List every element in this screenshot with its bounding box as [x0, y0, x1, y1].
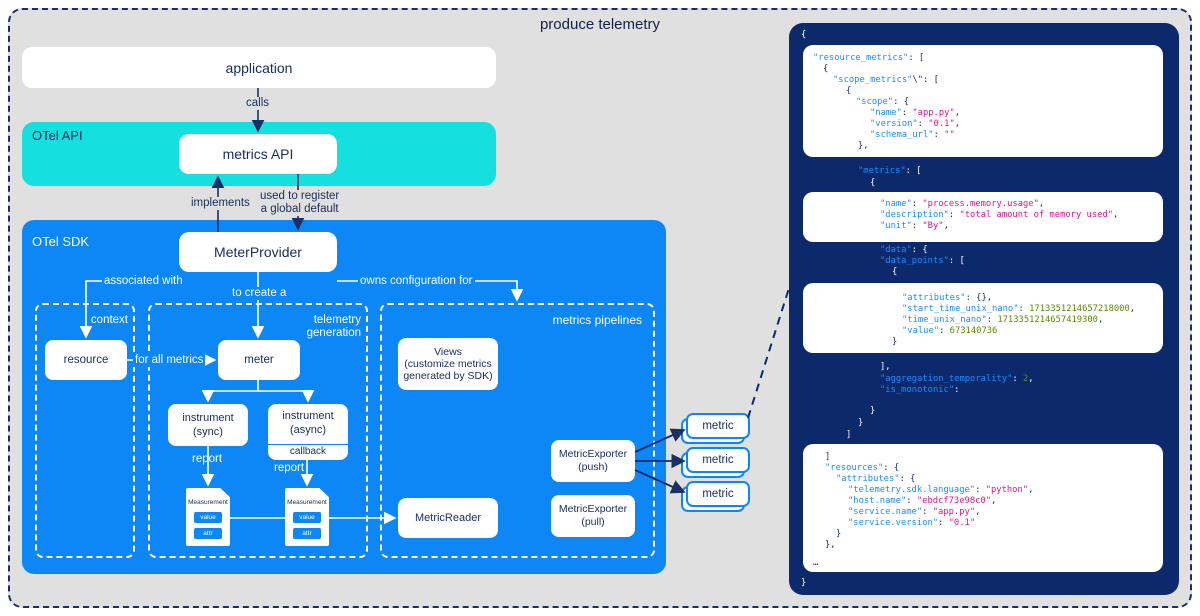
- json-line: "telemetry.sdk.language": "python",: [848, 485, 1034, 495]
- json-line: {: [892, 267, 898, 277]
- metric-reader-label: MetricReader: [414, 512, 482, 524]
- otel-api-label: OTel API: [32, 128, 83, 143]
- to-create-label: to create a: [230, 287, 289, 300]
- meter-provider-box: MeterProvider: [179, 232, 337, 272]
- json-card-datapoint: [803, 283, 1163, 353]
- meter-label: meter: [244, 354, 274, 366]
- instrument-async-box: instrument (async) callback: [268, 404, 348, 460]
- json-line: "time_unix_nano": 1713351214657419300,: [902, 315, 1104, 325]
- json-line: …: [813, 558, 819, 568]
- json-line: "unit": "By",: [880, 221, 949, 231]
- json-card-resources: [803, 444, 1163, 572]
- json-line: {: [870, 178, 876, 188]
- metric-reader-box: MetricReader: [398, 498, 498, 538]
- metrics-pipelines-section: [380, 303, 655, 558]
- json-line: "data": {: [880, 245, 928, 255]
- report-label-sync: report: [190, 453, 225, 466]
- json-line: "scope_metrics"\": [: [833, 75, 939, 85]
- resource-box: resource: [45, 340, 127, 380]
- meter-sync-arrow: [201, 380, 259, 403]
- json-line: ]: [825, 452, 831, 462]
- context-label: context: [90, 314, 128, 326]
- json-line: {: [823, 64, 829, 74]
- json-line: },: [858, 141, 869, 151]
- meter-async-arrow: [258, 389, 315, 403]
- diagram-title: produce telemetry: [539, 16, 661, 33]
- application-box: application: [22, 47, 496, 88]
- json-line: "attributes": {},: [902, 293, 993, 303]
- json-line: "data_points": [: [880, 256, 965, 266]
- instrument-sync-box: instrument (sync): [168, 404, 248, 446]
- json-line: "version": "0.1",: [870, 119, 961, 129]
- json-line: {: [801, 30, 807, 40]
- measurement-doc-sync: Measurement value attr: [186, 488, 230, 546]
- json-link-line: [747, 284, 791, 419]
- json-line: "attributes": {: [836, 474, 916, 484]
- owns-configuration-label: owns configuration for: [358, 275, 475, 288]
- calls-label: calls: [244, 97, 272, 110]
- metrics-pipelines-label: metrics pipelines: [552, 313, 642, 327]
- measurement-doc-async: Measurement value attr: [285, 488, 329, 546]
- json-line: "name": "app.py",: [870, 108, 961, 118]
- json-line: "aggregation_temporality": 2,: [880, 374, 1034, 384]
- for-all-metrics-label: for all metrics: [133, 354, 206, 367]
- metric-box-3: metric: [686, 481, 750, 507]
- json-line: }: [836, 529, 842, 539]
- context-section: [35, 303, 135, 558]
- metric-box-1: metric: [686, 413, 750, 439]
- telemetry-generation-label: telemetry generation: [306, 314, 361, 339]
- json-line: }: [858, 418, 864, 428]
- export-arrow-3: [634, 469, 686, 494]
- json-line: "service.version": "0.1": [848, 518, 976, 528]
- json-line: "start_time_unix_nano": 1713351214657218…: [902, 304, 1136, 314]
- json-line: ]: [846, 430, 852, 440]
- metrics-api-label: metrics API: [222, 146, 294, 162]
- export-arrow-1: [634, 428, 686, 453]
- json-line: }: [801, 578, 807, 588]
- json-line: ],: [880, 362, 891, 372]
- used-to-register-label: used to register a global default: [258, 190, 342, 216]
- json-line: "metrics": [: [858, 166, 922, 176]
- json-line: "resources": {: [825, 463, 900, 473]
- metric-box-2: metric: [686, 447, 750, 473]
- json-line: "value": 673140736: [902, 326, 998, 336]
- json-line: "scope": {: [856, 97, 909, 107]
- json-line: "service.name": "app.py",: [848, 507, 981, 517]
- views-box: Views (customize metrics generated by SD…: [398, 338, 498, 390]
- callback-label: callback: [289, 446, 327, 457]
- json-line: "is_monotonic": false: [880, 385, 992, 395]
- json-line: "resource_metrics": [: [813, 53, 925, 63]
- meter-provider-label: MeterProvider: [214, 244, 302, 260]
- associated-with-arrow: [79, 280, 179, 339]
- json-line: }: [870, 406, 876, 416]
- json-line: {: [846, 86, 852, 96]
- json-line: "name": "process.memory.usage",: [880, 199, 1045, 209]
- metric-exporter-pull-box: MetricExporter (pull): [551, 495, 635, 537]
- report-label-async: report: [272, 462, 307, 475]
- json-line: "host.name": "ebdcf73e98c0",: [848, 496, 997, 506]
- json-card-scope: [803, 45, 1163, 157]
- metrics-api-box: metrics API: [179, 134, 337, 174]
- implements-label: implements: [189, 197, 252, 210]
- resource-label: resource: [63, 354, 109, 366]
- json-line: "schema_url": "": [870, 130, 955, 140]
- json-line: "description": "total amount of memory u…: [880, 210, 1119, 220]
- json-card-metric: [803, 192, 1163, 242]
- metric-exporter-push-box: MetricExporter (push): [551, 440, 635, 482]
- json-line: },: [825, 540, 836, 550]
- meter-box: meter: [218, 340, 300, 380]
- otel-sdk-label: OTel SDK: [32, 234, 90, 249]
- application-label: application: [225, 59, 293, 76]
- json-line: }: [892, 337, 898, 347]
- associated-with-label: associated with: [102, 275, 185, 288]
